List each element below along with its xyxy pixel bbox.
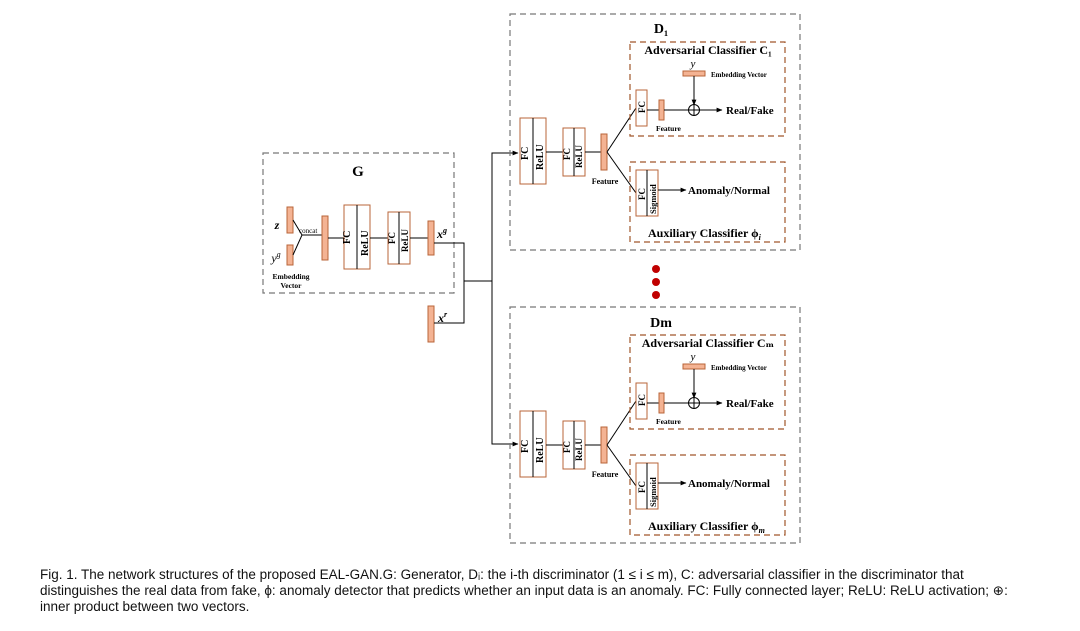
dm-feature-vector: [600, 426, 608, 464]
dm-adv-feature: [658, 392, 665, 414]
generator-title: G: [352, 164, 364, 180]
d1-adversarial-title: Adversarial Classifier C₁: [644, 43, 772, 57]
d1-adversarial-box: [629, 41, 786, 137]
d1-title: D₁: [654, 22, 668, 37]
svg-text:ReLU: ReLU: [574, 438, 584, 461]
d1-adv-fc: [635, 89, 648, 127]
generator-box: [262, 152, 455, 294]
d1-adv-feature: [658, 99, 665, 121]
concat-label: concat: [299, 227, 317, 235]
yg-to-concat-wire: [292, 234, 303, 256]
xg-route-wire: [434, 242, 492, 282]
z-label: z: [274, 218, 280, 232]
d1-embedding-vector: [682, 70, 706, 77]
dm-auxiliary-title: Auxiliary Classifier ϕm: [648, 519, 765, 535]
figure-caption-text: Fig. 1. The network structures of the pr…: [40, 567, 1008, 614]
svg-text:Feature: Feature: [656, 124, 682, 133]
d1-real-fake-output: Real/Fake: [726, 105, 774, 117]
svg-text:FC: FC: [520, 440, 531, 453]
d1-anomaly-normal-output: Anomaly/Normal: [688, 185, 770, 197]
to-d1-wire: [491, 150, 519, 281]
svg-text:Feature: Feature: [656, 417, 682, 426]
dm-adversarial-box: [629, 334, 786, 430]
network-diagram: G z yg Embedding Vector concat FC ReLU F…: [262, 13, 801, 544]
d1-feature-vector: [600, 133, 608, 171]
generator-block: G z yg Embedding Vector concat FC ReLU F…: [262, 152, 455, 294]
svg-text:FC: FC: [637, 481, 647, 493]
svg-text:FC: FC: [637, 394, 647, 406]
d1-auxiliary-box: [629, 161, 786, 243]
dm-anomaly-normal-output: Anomaly/Normal: [688, 478, 770, 490]
svg-text:FC: FC: [562, 441, 572, 453]
svg-text:Sigmoid: Sigmoid: [648, 477, 658, 507]
gen-relu1-label: ReLU: [360, 230, 371, 256]
svg-text:FC: FC: [562, 148, 572, 160]
dm-title: Dm: [650, 316, 672, 331]
to-dm-wire: [491, 281, 519, 447]
svg-text:Sigmoid: Sigmoid: [648, 184, 658, 214]
yg-vector: [286, 244, 294, 266]
svg-text:Embedding Vector: Embedding Vector: [711, 71, 767, 79]
d1-auxiliary-title: Auxiliary Classifier ϕi: [648, 226, 762, 242]
xg-label: xg: [436, 226, 447, 241]
gen-fc1-label: FC: [342, 231, 353, 244]
svg-text:ReLU: ReLU: [574, 145, 584, 168]
embedding-label-line2: Vector: [281, 281, 303, 290]
z-vector: [286, 206, 294, 234]
dm-adv-fc: [635, 382, 648, 420]
svg-text:ReLU: ReLU: [535, 144, 546, 170]
dm-real-fake-output: Real/Fake: [726, 398, 774, 410]
figure-caption: Fig. 1. The network structures of the pr…: [40, 567, 1040, 615]
svg-text:Embedding Vector: Embedding Vector: [711, 364, 767, 372]
xr-vector: [427, 305, 435, 343]
embedding-label-line1: Embedding: [272, 272, 309, 281]
gen-fc2-label: FC: [387, 232, 397, 244]
svg-text:ReLU: ReLU: [535, 437, 546, 463]
concat-vector: [321, 215, 329, 261]
xr-route-wire: [434, 281, 465, 324]
discriminator-1: D₁ FC ReLU FC ReLU Feature Adversarial C…: [509, 13, 801, 251]
dm-embedding-vector: [682, 363, 706, 370]
xg-vector: [427, 220, 435, 256]
svg-text:FC: FC: [637, 101, 647, 113]
d1-box: [509, 13, 801, 251]
dm-box: [509, 306, 801, 544]
xr-label: xr: [437, 310, 448, 325]
dm-adversarial-title: Adversarial Classifier Cₘ: [642, 336, 775, 350]
ellipsis-dots: [652, 265, 660, 299]
svg-text:y: y: [690, 351, 696, 363]
gen-relu2-label: ReLU: [400, 229, 410, 252]
yg-label: yg: [270, 250, 280, 265]
dm-auxiliary-box: [629, 454, 786, 536]
discriminator-m: Dm FC ReLU FC ReLU Feature Adversarial C…: [509, 306, 801, 544]
svg-text:y: y: [690, 58, 696, 70]
d1-feature-label: Feature: [592, 177, 619, 186]
svg-text:FC: FC: [520, 147, 531, 160]
dm-feature-label: Feature: [592, 470, 619, 479]
svg-text:FC: FC: [637, 188, 647, 200]
